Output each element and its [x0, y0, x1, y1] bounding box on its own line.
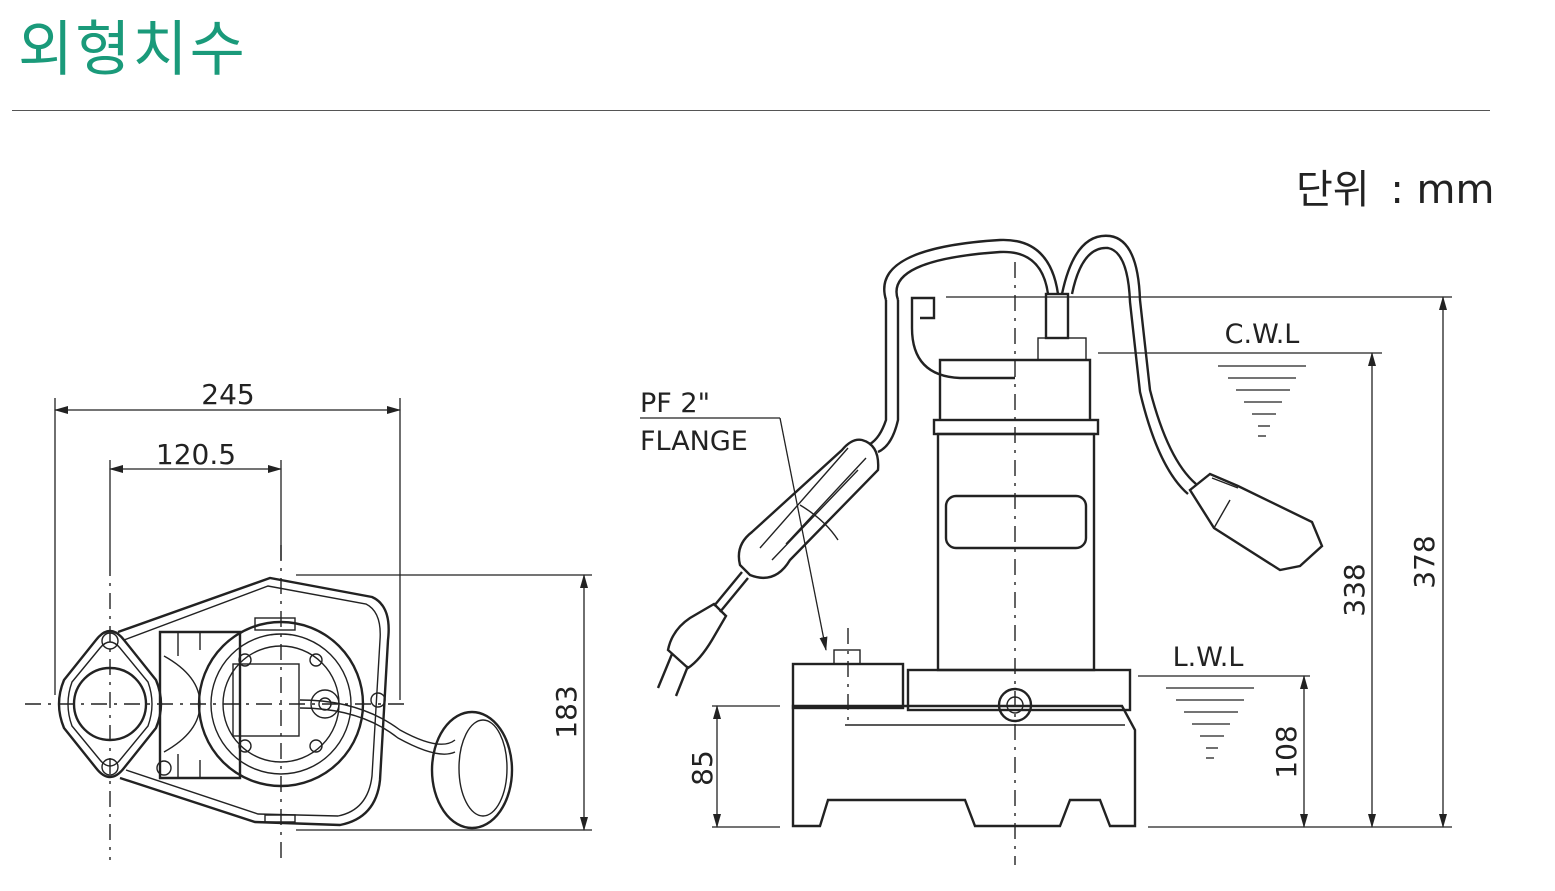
flange-label-pf: PF 2": [640, 388, 710, 419]
flange-label-flange: FLANGE: [640, 426, 748, 457]
unit-label: 단위: [1296, 167, 1370, 213]
page-title: 외형치수: [18, 15, 247, 85]
unit-note: 단위 : mm: [1296, 162, 1494, 218]
side-view: PF 2" FLANGE C.W.L L.W.L 85 108 338 378: [640, 234, 1452, 865]
dim-338-label: 338: [1338, 563, 1371, 616]
dim-108-label: 108: [1270, 725, 1303, 778]
cwl-label: C.W.L: [1225, 319, 1300, 350]
unit-value: : mm: [1390, 167, 1495, 213]
dim-245-label: 245: [201, 378, 254, 411]
dim-183-label: 183: [550, 685, 583, 738]
dim-120-5-label: 120.5: [156, 438, 236, 471]
dim-378-label: 378: [1408, 535, 1441, 588]
dim-85-label: 85: [686, 750, 719, 786]
title-divider: [12, 110, 1490, 111]
top-view: 245 120.5 183: [25, 378, 592, 860]
lwl-label: L.W.L: [1173, 642, 1244, 673]
